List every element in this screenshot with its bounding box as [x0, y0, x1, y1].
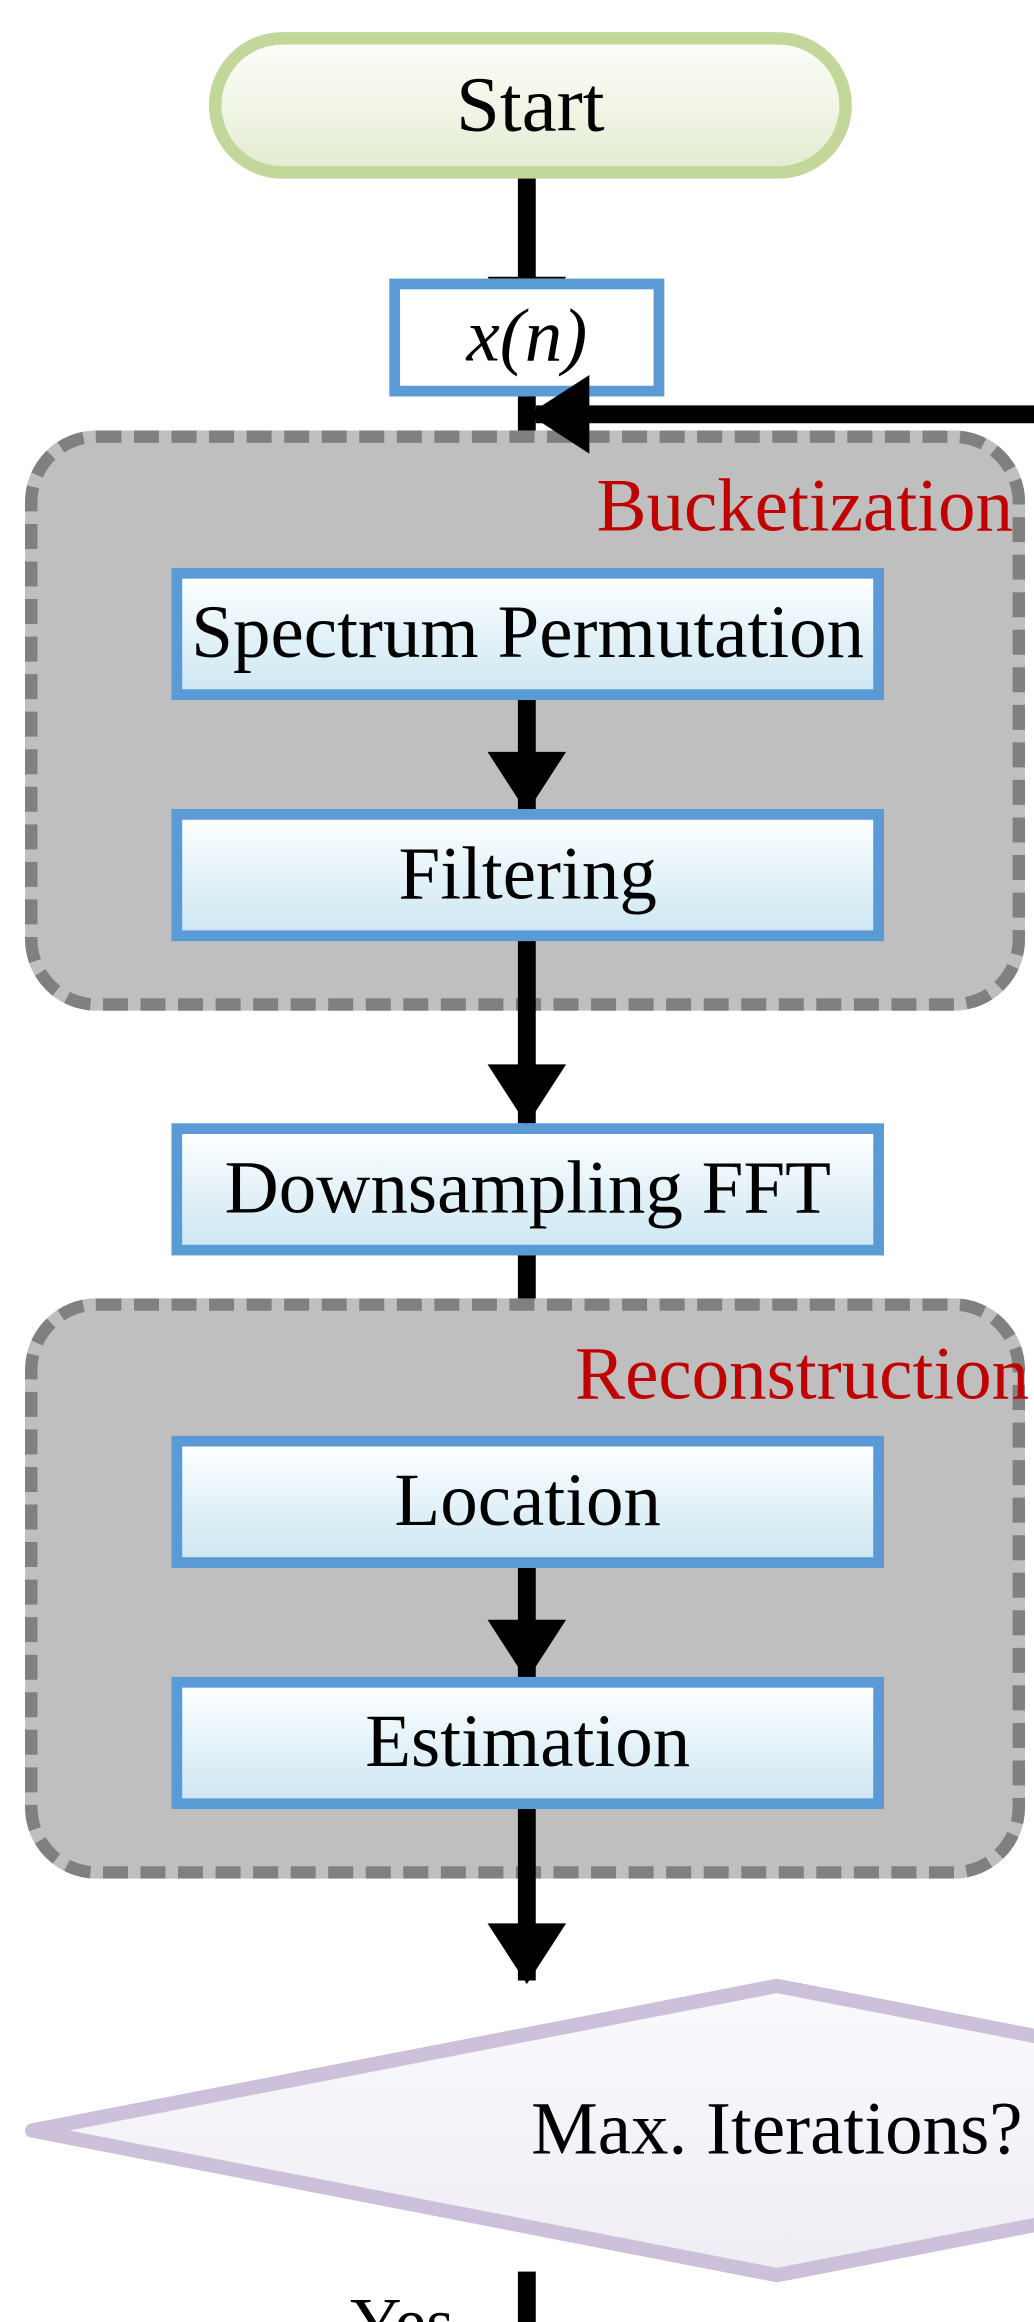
- node-downsampling-fft-label: Downsampling FFT: [224, 1148, 831, 1231]
- arrowhead-location-to-estimation: [487, 1619, 567, 1681]
- node-decision-label: Max. Iterations?: [531, 2089, 1023, 2172]
- node-location[interactable]: Location: [171, 1435, 884, 1568]
- arrowhead-no-return: [528, 375, 590, 454]
- node-decision-max-iterations[interactable]: Max. Iterations?: [25, 1978, 1034, 2283]
- node-spectrum-permutation-label: Spectrum Permutation: [191, 592, 865, 676]
- arrowhead-estimation-to-decision: [487, 1923, 567, 1985]
- node-filtering[interactable]: Filtering: [171, 808, 884, 942]
- node-location-label: Location: [394, 1460, 662, 1543]
- node-filtering-label: Filtering: [398, 833, 657, 917]
- node-spectrum-permutation[interactable]: Spectrum Permutation: [171, 567, 884, 701]
- node-estimation[interactable]: Estimation: [171, 1676, 884, 1810]
- group-bucketization-label: Bucketization: [596, 466, 1014, 549]
- connector-no-horizontal-return: [535, 405, 1034, 424]
- node-start[interactable]: Start: [208, 32, 852, 179]
- node-start-label: Start: [456, 60, 605, 149]
- arrowhead-permutation-to-filtering: [487, 751, 567, 813]
- edge-label-yes: Yes: [350, 2287, 454, 2322]
- arrowhead-filtering-to-fft: [487, 1064, 567, 1126]
- node-decision-label-wrap: Max. Iterations?: [25, 1979, 1034, 2283]
- group-reconstruction-label: Reconstruction: [575, 1334, 1030, 1417]
- connector-yes-to-output: [517, 2271, 536, 2322]
- node-input-xn-label: x(n): [466, 296, 588, 379]
- node-downsampling-fft[interactable]: Downsampling FFT: [171, 1123, 884, 1256]
- node-input-xn[interactable]: x(n): [389, 278, 665, 397]
- connector-start-to-input: [517, 178, 536, 290]
- node-estimation-label: Estimation: [365, 1701, 691, 1785]
